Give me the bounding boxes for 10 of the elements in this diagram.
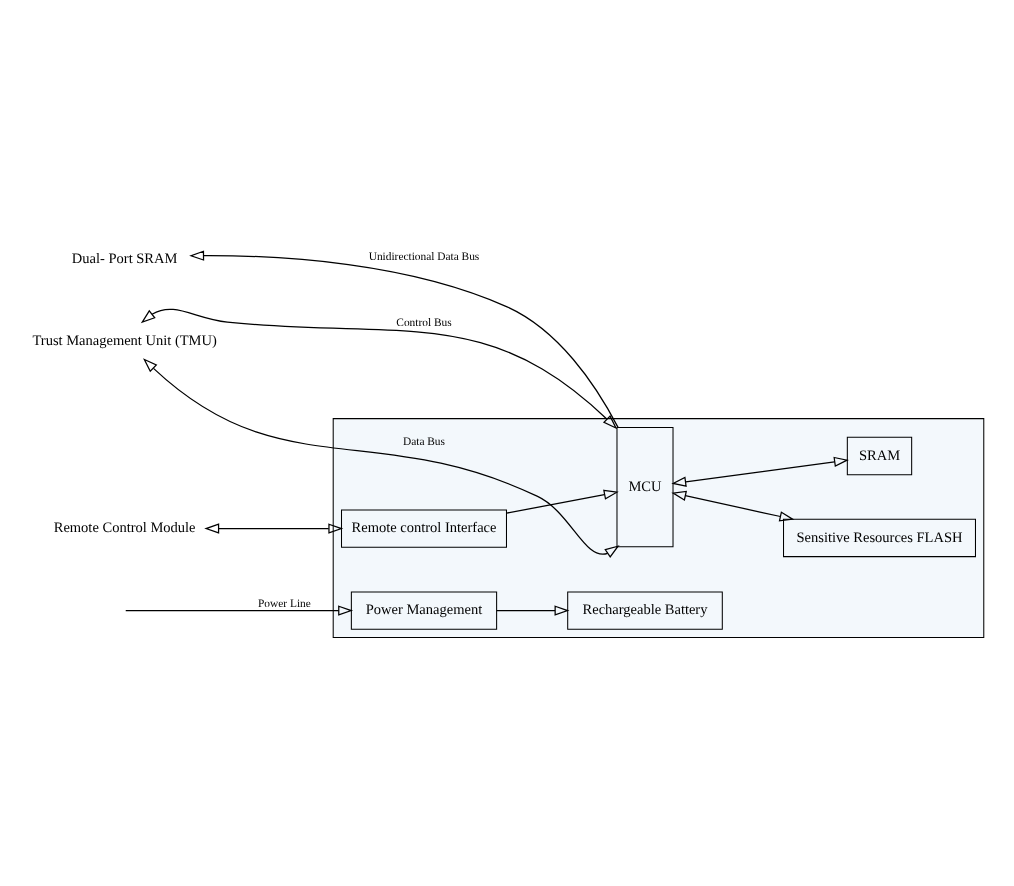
arrow	[671, 490, 795, 522]
arrow	[204, 523, 344, 534]
cluster	[332, 418, 985, 639]
arrow	[143, 358, 620, 558]
arrow	[140, 308, 618, 430]
arrow	[189, 250, 619, 428]
arrow	[505, 489, 619, 514]
arrow	[496, 605, 570, 616]
arrow	[671, 456, 849, 487]
arrow	[125, 605, 354, 616]
